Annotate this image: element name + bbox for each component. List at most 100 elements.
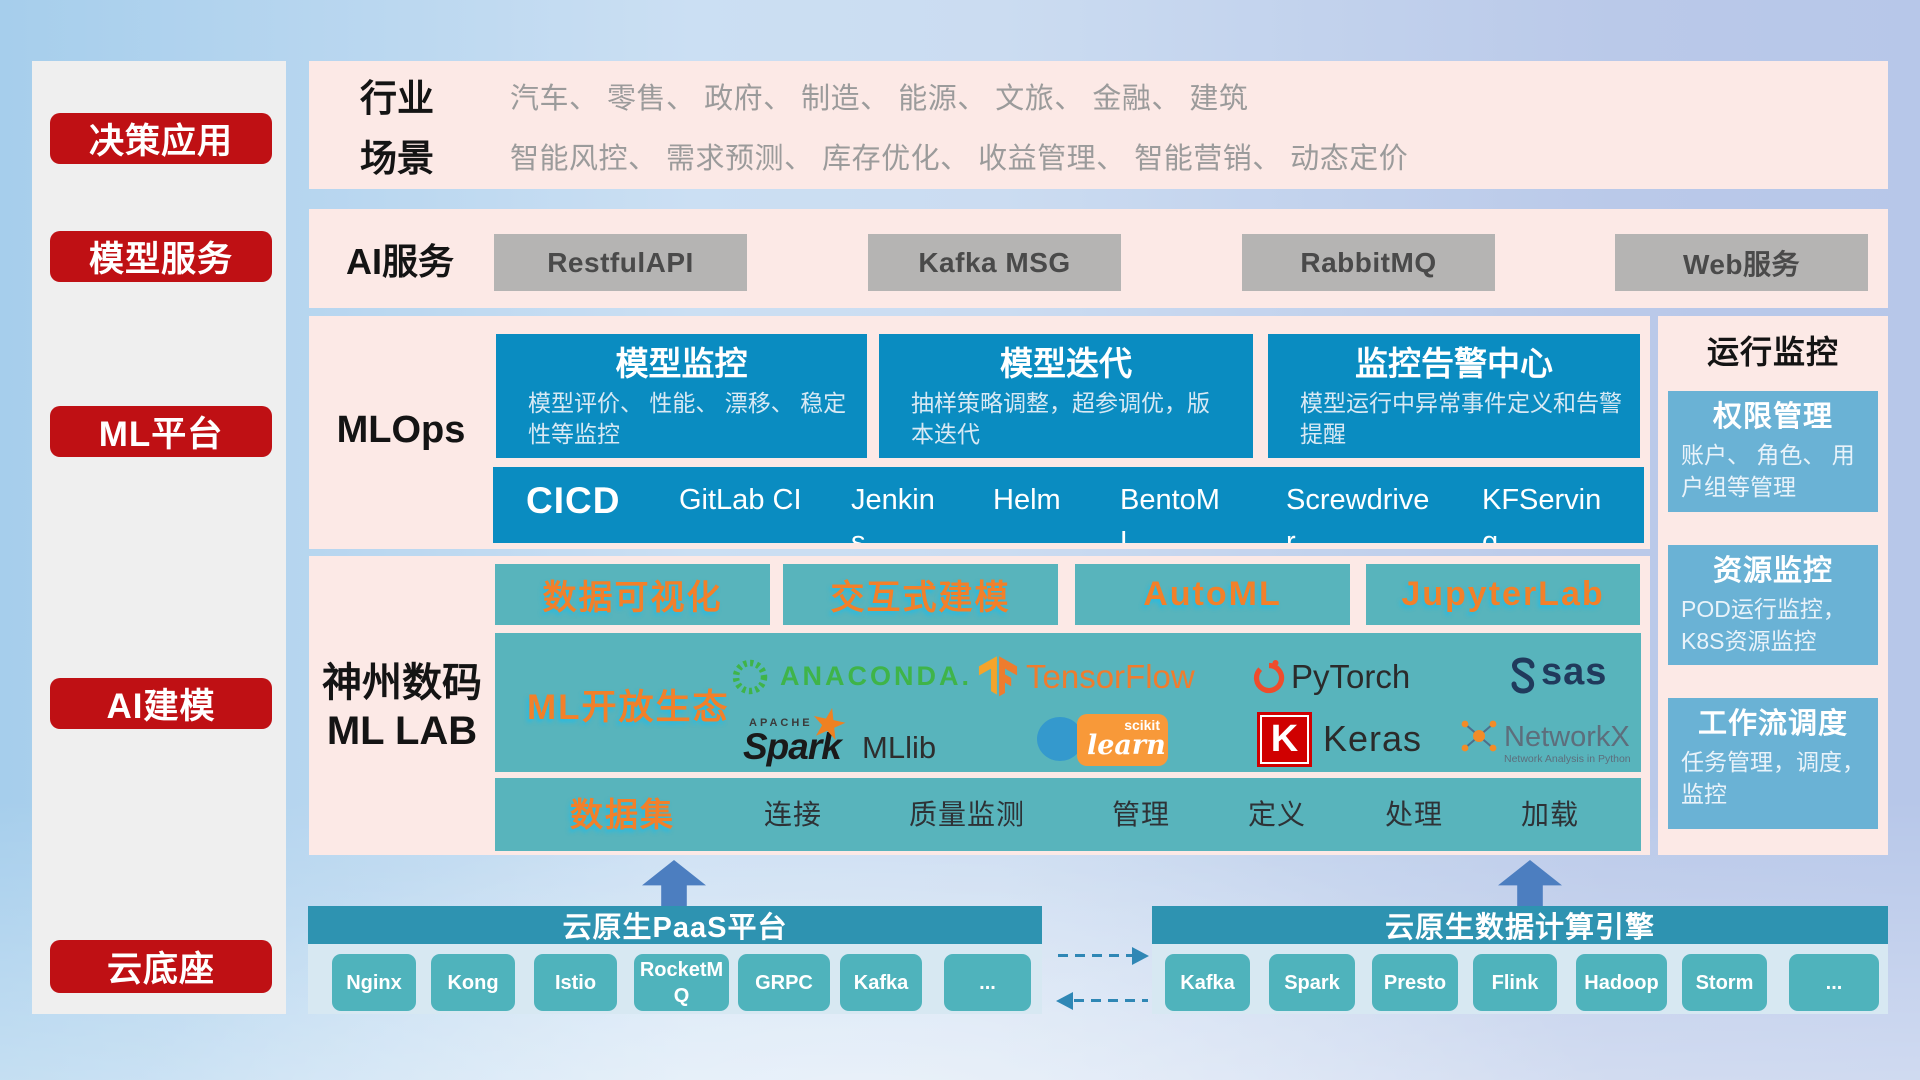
cicd-tool-kfserving: KFServing <box>1482 484 1602 543</box>
tool-interactive-modeling: 交互式建模 <box>783 564 1058 625</box>
engine-body: Kafka Spark Presto Flink Hadoop Storm ..… <box>1152 944 1888 1014</box>
panel-decision-apps: 行业 汽车、 零售、 政府、 制造、 能源、 文旅、 金融、 建筑 场景 智能风… <box>309 61 1888 189</box>
pytorch-logo-text: PyTorch <box>1291 658 1411 695</box>
mllab-label: 神州数码 ML LAB <box>309 659 495 755</box>
engine-chip-hadoop: Hadoop <box>1576 954 1667 1011</box>
industry-list: 汽车、 零售、 政府、 制造、 能源、 文旅、 金融、 建筑 <box>510 83 1249 115</box>
card-title: 权限管理 <box>1712 401 1833 433</box>
card-title: 资源监控 <box>1712 555 1833 587</box>
card-body: 模型评价、 性能、 漂移、 稳定 性等监控 <box>528 390 847 447</box>
engine-chip-spark: Spark <box>1269 954 1355 1011</box>
service-restfulapi: RestfulAPI <box>494 234 747 291</box>
engine-chip-kafka: Kafka <box>1165 954 1250 1011</box>
dataset-item-define: 定义 <box>1248 799 1307 830</box>
card-body: POD运行监控， K8S资源监控 <box>1681 596 1846 654</box>
mllab-label-line2: ML LAB <box>326 709 478 753</box>
card-model-iteration: 模型迭代 抽样策略调整，超参调优，版 本迭代 <box>879 334 1253 458</box>
card-title: 工作流调度 <box>1697 708 1848 740</box>
paas-chip-kong: Kong <box>431 954 515 1011</box>
panel-mlops: MLOps 模型监控 模型评价、 性能、 漂移、 稳定 性等监控 模型迭代 抽样… <box>309 316 1650 549</box>
up-arrow-right-icon <box>1498 860 1562 907</box>
scikit-learn-badge: scikit learn <box>1077 714 1168 766</box>
layer-label-ml-platform: ML平台 <box>50 406 272 457</box>
scikit-text: scikit <box>1124 717 1160 733</box>
industry-label: 行业 <box>360 78 434 119</box>
spark-logo-text: Spark <box>743 726 842 767</box>
ai-service-label: AI服务 <box>346 240 455 282</box>
service-web: Web服务 <box>1615 234 1868 291</box>
learn-text: learn <box>1087 730 1166 761</box>
engine-chip-more: ... <box>1789 954 1879 1011</box>
keras-icon: K <box>1257 712 1312 767</box>
panel-monitoring: 运行监控 权限管理 账户、 角色、 用 户组等管理 资源监控 POD运行监控， … <box>1658 316 1888 855</box>
engine-chip-storm: Storm <box>1682 954 1767 1011</box>
cicd-label: CICD <box>526 480 621 521</box>
scikit-learn-icon <box>1037 717 1083 761</box>
dataset-label: 数据集 <box>570 796 675 833</box>
networkx-logo-text: NetworkX <box>1504 721 1630 753</box>
service-rabbitmq: RabbitMQ <box>1242 234 1495 291</box>
spark-apache-text: APACHE <box>749 717 813 729</box>
paas-header: 云原生PaaS平台 <box>308 906 1042 944</box>
ecosystem-label: ML开放生态 <box>527 688 730 727</box>
tensorflow-logo-text: TensorFlow <box>1026 658 1195 695</box>
sas-icon <box>1503 653 1543 697</box>
dataset-item-load: 加载 <box>1521 799 1580 830</box>
cicd-tool-screwdriver: Screwdriver <box>1286 484 1430 543</box>
scene-label: 场景 <box>360 138 434 179</box>
anaconda-logo-text: ANACONDA. <box>780 661 972 691</box>
monitoring-title: 运行监控 <box>1706 334 1839 370</box>
tool-data-visualization: 数据可视化 <box>495 564 770 625</box>
layer-label-decision-apps: 决策应用 <box>50 113 272 164</box>
paas-chip-istio: Istio <box>534 954 617 1011</box>
panel-mllab: 神州数码 ML LAB 数据可视化 交互式建模 AutoML JupyterLa… <box>309 556 1650 855</box>
dashed-arrow-left-line <box>1074 999 1148 1002</box>
card-alert-center: 监控告警中心 模型运行中异常事件定义和告警 提醒 <box>1268 334 1640 458</box>
cicd-tool-jenkins: Jenkins <box>851 484 935 543</box>
scene-list: 智能风控、 需求预测、 库存优化、 收益管理、 智能营销、 动态定价 <box>510 143 1409 175</box>
keras-logo-text: Keras <box>1323 718 1423 759</box>
dashed-arrow-right-line <box>1058 954 1132 957</box>
engine-header: 云原生数据计算引擎 <box>1152 906 1888 944</box>
cicd-bar: CICD GitLab CI Jenkins Helm BentoML Scre… <box>493 467 1644 543</box>
dataset-item-connect: 连接 <box>764 799 823 830</box>
pytorch-icon <box>1252 656 1286 696</box>
cicd-tool-bentoml: BentoML <box>1120 484 1220 543</box>
paas-chip-grpc: GRPC <box>738 954 830 1011</box>
layer-rail <box>32 61 286 1014</box>
card-title: 模型迭代 <box>1000 345 1132 382</box>
paas-body: Nginx Kong Istio RocketMQ GRPC Kafka ... <box>308 944 1042 1014</box>
mlops-label: MLOps <box>336 409 466 451</box>
sas-logo-text: sas <box>1541 651 1608 693</box>
card-title: 监控告警中心 <box>1355 345 1553 382</box>
service-kafka-msg: Kafka MSG <box>868 234 1121 291</box>
card-workflow-scheduler: 工作流调度 任务管理，调度， 监控 <box>1668 698 1878 829</box>
ml-ecosystem-band: ML开放生态 ANACONDA. TensorFlow <box>495 633 1641 772</box>
engine-chip-presto: Presto <box>1372 954 1458 1011</box>
up-arrow-left-icon <box>642 860 706 907</box>
networkx-subtitle: Network Analysis in Python <box>1504 753 1631 765</box>
card-model-monitoring: 模型监控 模型评价、 性能、 漂移、 稳定 性等监控 <box>496 334 867 458</box>
dashed-arrow-right-head <box>1132 947 1149 965</box>
tensorflow-icon <box>976 654 1020 700</box>
layer-label-ai-modeling: AI建模 <box>50 678 272 729</box>
cicd-tool-gitlab-ci: GitLab CI <box>679 484 802 516</box>
panel-model-service: AI服务 RestfulAPI Kafka MSG RabbitMQ Web服务 <box>309 209 1888 308</box>
cicd-tool-helm: Helm <box>993 484 1061 516</box>
dataset-band: 数据集 连接 质量监测 管理 定义 处理 加载 <box>495 778 1641 851</box>
card-resource-monitor: 资源监控 POD运行监控， K8S资源监控 <box>1668 545 1878 665</box>
paas-chip-more: ... <box>944 954 1031 1011</box>
layer-label-cloud-base: 云底座 <box>50 940 272 993</box>
dataset-item-manage: 管理 <box>1112 799 1171 830</box>
dashed-arrow-left-head <box>1056 992 1073 1010</box>
card-title: 模型监控 <box>615 345 748 382</box>
paas-chip-kafka: Kafka <box>840 954 922 1011</box>
networkx-icon <box>1458 715 1500 757</box>
layer-label-model-service: 模型服务 <box>50 231 272 282</box>
keras-letter: K <box>1270 718 1299 760</box>
card-body: 账户、 角色、 用 户组等管理 <box>1681 442 1855 500</box>
card-body: 抽样策略调整，超参调优，版 本迭代 <box>911 390 1210 447</box>
card-permission: 权限管理 账户、 角色、 用 户组等管理 <box>1668 391 1878 512</box>
paas-chip-rocketmq: RocketMQ <box>634 954 729 1011</box>
